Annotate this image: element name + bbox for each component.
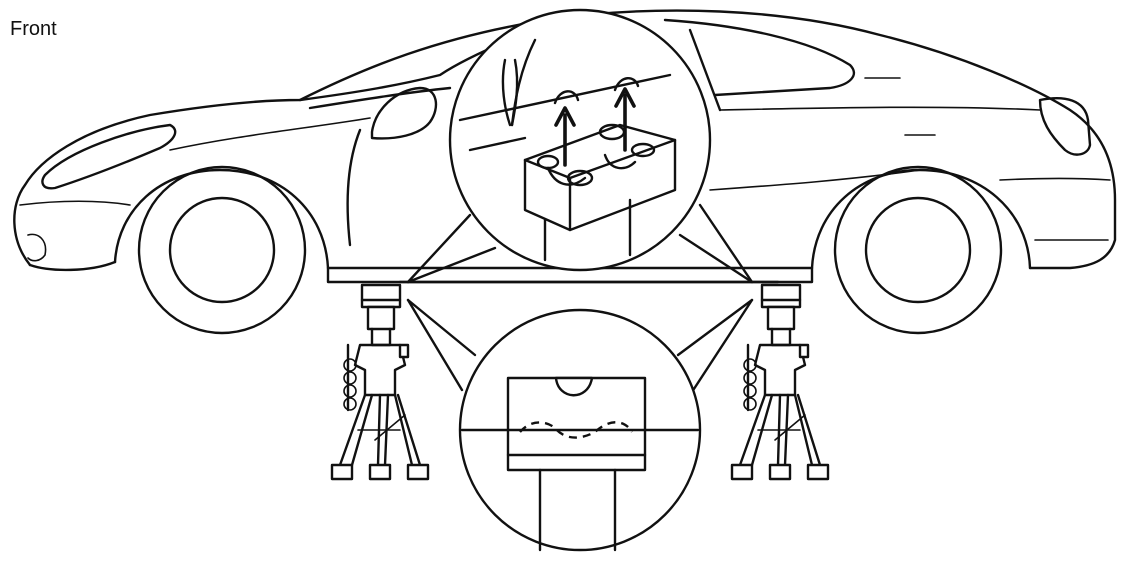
front-label: Front [10, 18, 57, 40]
front-wheel [137, 165, 307, 335]
left-jack-stand [330, 283, 430, 481]
right-jack-stand [730, 283, 830, 481]
upper-callout-leaders [406, 203, 754, 284]
lower-callout-leaders [406, 298, 754, 397]
lower-magnifier-detail [458, 308, 702, 552]
rear-wheel [833, 165, 1003, 335]
upper-magnifier-detail [448, 8, 712, 272]
